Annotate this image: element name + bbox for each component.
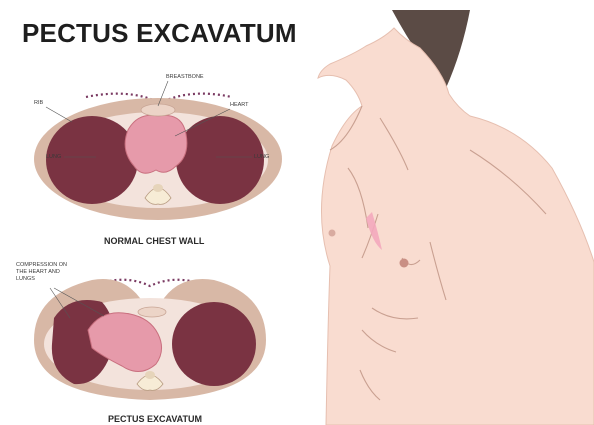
- sunken-breastbone: [138, 307, 166, 317]
- torso-illustration: [318, 10, 594, 425]
- breastbone-label: BREASTBONE: [166, 74, 204, 81]
- left-nipple: [329, 230, 336, 237]
- left-lung-label: LUNG: [46, 154, 61, 161]
- compression-label: COMPRESSION ON THE HEART AND LUNGS: [16, 262, 72, 283]
- right-nipple: [400, 259, 409, 268]
- heart: [125, 115, 187, 173]
- heart-label: HEART: [230, 102, 249, 109]
- pectus-caption: PECTUS EXCAVATUM: [108, 414, 202, 424]
- torso-skin: [318, 28, 594, 425]
- page-title: PECTUS EXCAVATUM: [22, 18, 297, 49]
- pectus-right-lung: [172, 302, 256, 386]
- right-lung-label: LUNG: [254, 154, 269, 161]
- normal-chest-caption: NORMAL CHEST WALL: [104, 236, 204, 246]
- rib-label: RIB: [34, 100, 43, 107]
- pectus-chest-cross-section: [34, 279, 266, 400]
